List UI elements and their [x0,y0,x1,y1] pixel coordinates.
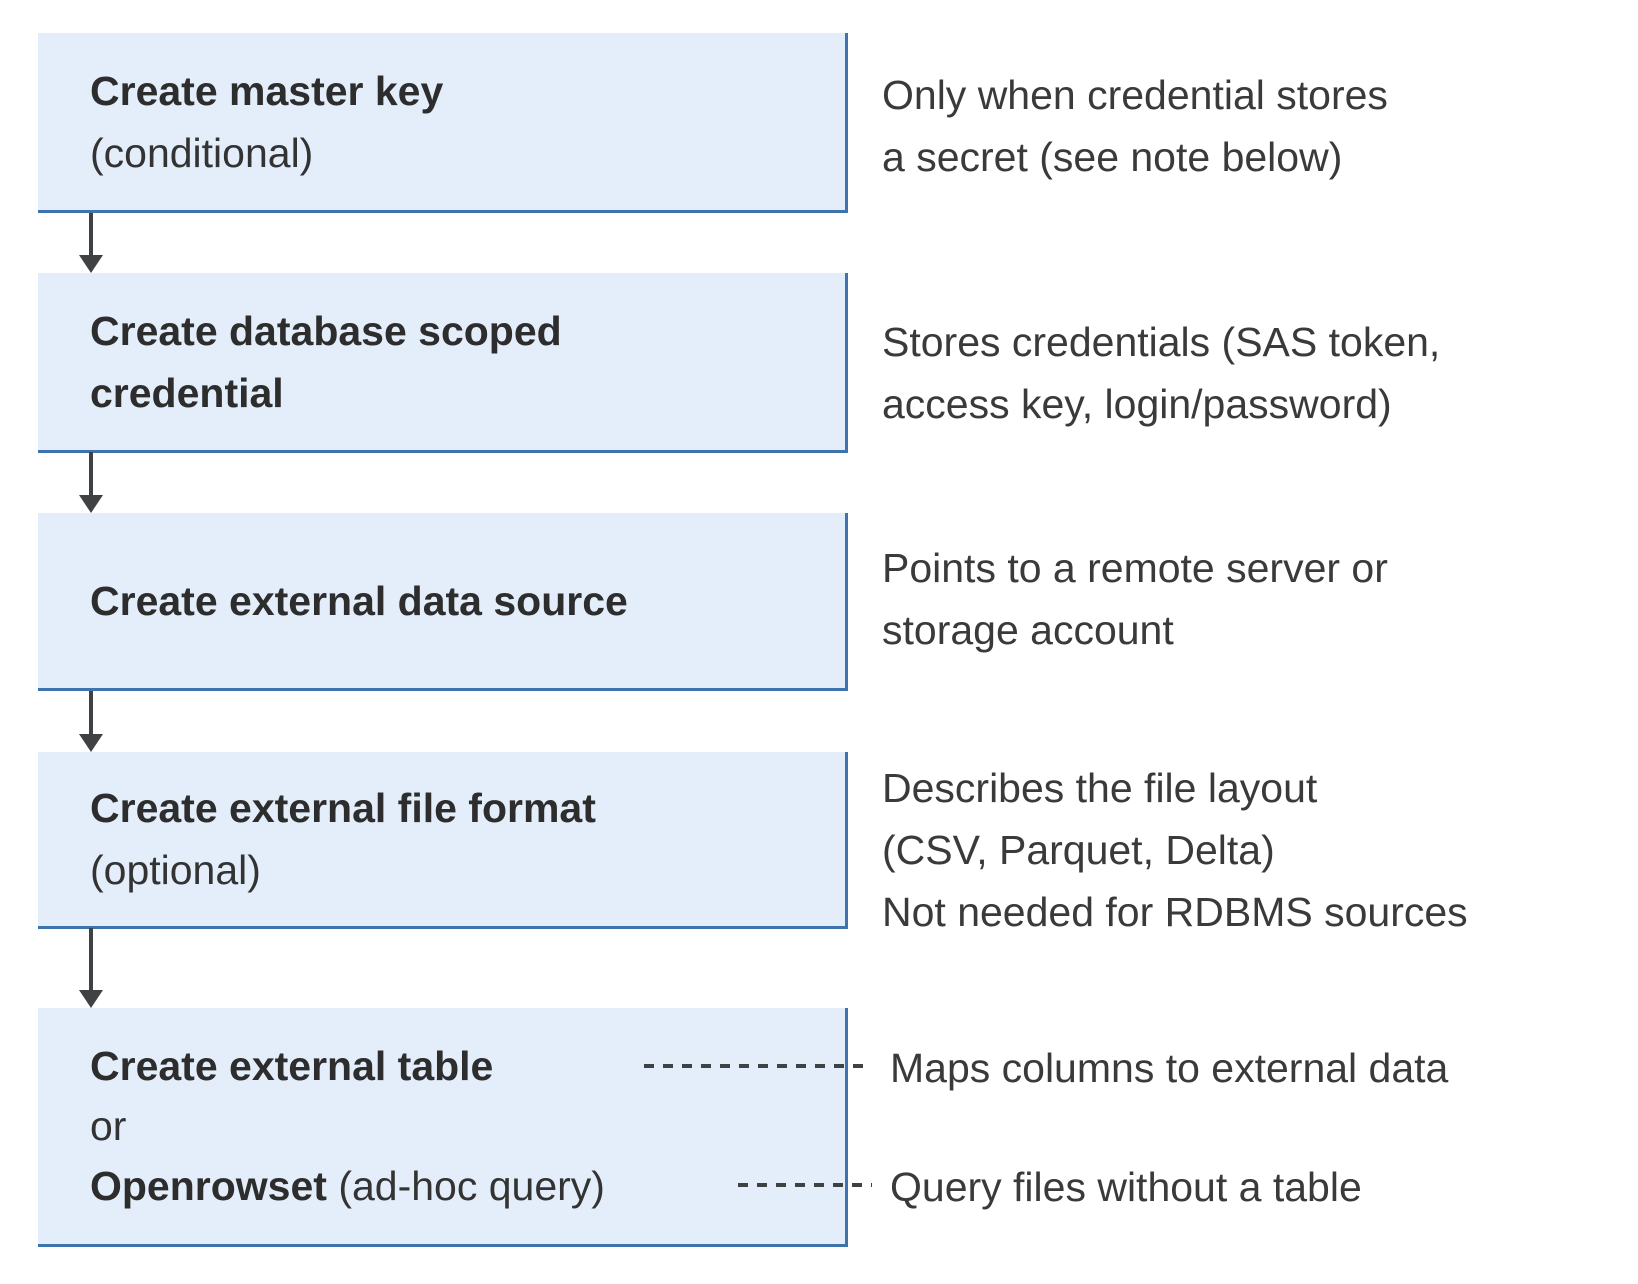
flow-arrow-3 [79,691,103,752]
step-option-openrowset-qualifier: (ad-hoc query) [326,1163,605,1209]
arrow-stem [89,928,93,993]
arrow-head-icon [79,734,103,752]
arrow-stem [89,691,93,737]
arrow-head-icon [79,255,103,273]
arrow-head-icon [79,990,103,1008]
arrow-stem [89,213,93,258]
step-box-create-external-data-source: Create external data source [38,513,848,691]
note-create-database-scoped-credential: Stores credentials (SAS token, access ke… [882,311,1440,435]
step-qualifier-line: (optional) [90,839,845,901]
note-query-files: Query files without a table [890,1156,1362,1218]
dashed-connector-openrowset [738,1183,872,1187]
note-line: Points to a remote server or [882,545,1388,591]
step-qualifier-line: (conditional) [90,122,845,184]
arrow-stem [89,452,93,498]
step-title-line: Create database scoped [90,300,845,362]
step-option-line: Openrowset (ad-hoc query) [90,1156,845,1216]
note-line: (CSV, Parquet, Delta) [882,827,1275,873]
note-create-external-data-source: Points to a remote server or storage acc… [882,537,1388,661]
step-option-create-external-table: Create external table [90,1043,494,1089]
note-line: a secret (see note below) [882,134,1343,180]
step-title: credential [90,369,284,416]
arrow-head-icon [79,495,103,513]
step-title-line: Create master key [90,60,845,122]
note-line: Stores credentials (SAS token, [882,319,1441,365]
step-title: Create external data source [90,577,628,624]
note-line: Only when credential stores [882,72,1388,118]
note-line: Maps columns to external data [890,1045,1449,1091]
note-create-external-file-format: Describes the file layout (CSV, Parquet,… [882,757,1468,943]
note-line: Not needed for RDBMS sources [882,889,1468,935]
step-box-create-external-table-or-openrowset: Create external table or Openrowset (ad-… [38,1008,848,1247]
step-conjunction: or [90,1103,127,1149]
step-box-create-master-key: Create master key (conditional) [38,33,848,213]
note-line: Describes the file layout [882,765,1318,811]
step-box-create-database-scoped-credential: Create database scoped credential [38,273,848,453]
step-title-line: Create external file format [90,777,845,839]
flow-arrow-1 [79,213,103,273]
flow-arrow-4 [79,928,103,1008]
note-line: access key, login/password) [882,381,1392,427]
note-line: storage account [882,607,1174,653]
note-line: Query files without a table [890,1164,1362,1210]
step-title: Create master key [90,67,444,114]
step-title-line: credential [90,362,845,424]
dashed-connector-external-table [644,1064,872,1068]
step-qualifier: (conditional) [90,129,314,176]
step-title: Create external file format [90,785,596,831]
step-conjunction-line: or [90,1096,845,1156]
step-box-create-external-file-format: Create external file format (optional) [38,752,848,929]
step-option-line: Create external table [90,1036,845,1096]
note-create-master-key: Only when credential stores a secret (se… [882,64,1388,188]
step-title-line: Create external data source [90,570,845,632]
step-qualifier: (optional) [90,847,261,893]
note-maps-columns: Maps columns to external data [890,1037,1448,1099]
step-option-openrowset: Openrowset [90,1163,327,1209]
step-title: Create database scoped [90,307,562,354]
flow-arrow-2 [79,452,103,513]
